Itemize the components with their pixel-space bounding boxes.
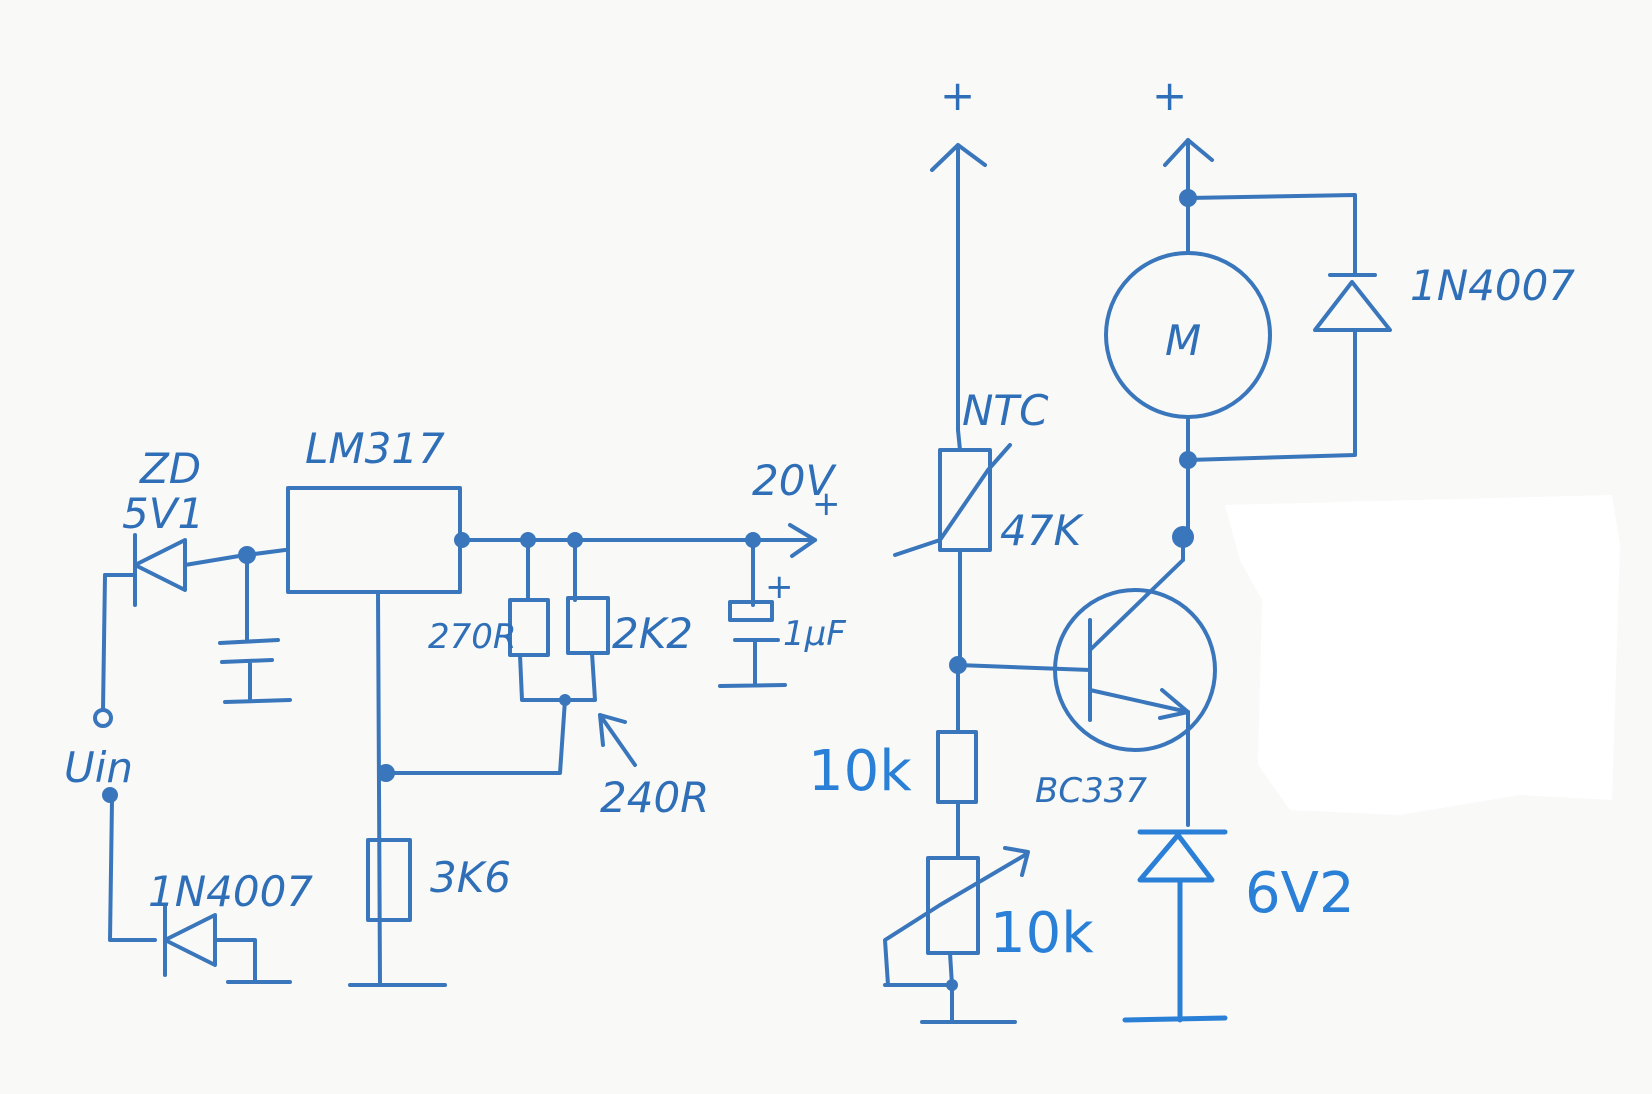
- motor-label: M: [1165, 316, 1201, 365]
- resistor-2k2-label: 2K2: [612, 609, 693, 658]
- supply-plus-2: +: [1152, 71, 1187, 120]
- capacitor-1uf: [728, 600, 774, 622]
- input-label: Uin: [64, 743, 133, 792]
- input-diode-label: 1N4007: [148, 867, 313, 916]
- capacitor-left: [218, 553, 292, 704]
- wire-adjust: [376, 590, 382, 987]
- resistor-3k6: [366, 838, 412, 922]
- resistor-270r: [508, 598, 550, 657]
- output-voltage-label: 20V: [752, 456, 837, 505]
- wire-adjust-to-resistors: [384, 698, 567, 775]
- capacitor-plus-label: +: [765, 567, 794, 607]
- right-circuit: [883, 138, 1392, 1024]
- resistor-10k: [936, 730, 978, 804]
- resistor-10k-label: 10k: [808, 739, 912, 804]
- pointer-240r: [598, 713, 637, 767]
- ntc-value-label: 47K: [1000, 506, 1084, 555]
- trimmer-10k-label: 10k: [990, 901, 1094, 966]
- input-terminal-bottom: [102, 787, 118, 803]
- ntc-thermistor: [938, 448, 992, 552]
- supply-arrow-1: [930, 143, 987, 432]
- zener-6v2-label: 6V2: [1245, 861, 1355, 926]
- zener-label-5v1: 5V1: [122, 489, 204, 538]
- transistor-bc337: [1053, 535, 1217, 827]
- capacitor-label: 1µF: [783, 614, 846, 654]
- flyback-diode: [1186, 273, 1392, 462]
- flyback-diode-label: 1N4007: [1410, 261, 1575, 310]
- resistor-240r-label: 240R: [600, 773, 709, 822]
- resistor-270r-label: 270R: [428, 617, 517, 657]
- transistor-label: BC337: [1035, 771, 1147, 811]
- input-terminal-top: [93, 708, 113, 728]
- resistor-3k6-label: 3K6: [430, 853, 511, 902]
- wire-zener-to-input: [101, 573, 107, 712]
- input-diode: [163, 903, 292, 984]
- supply-plus-1: +: [940, 71, 975, 120]
- lm317-regulator: [286, 486, 462, 594]
- zener-diode-6v2: [1122, 829, 1228, 1023]
- output-plus-label: +: [812, 484, 841, 524]
- output-arrow: [788, 523, 817, 558]
- erased-area: [1225, 495, 1620, 815]
- wire-input-to-diode: [108, 798, 157, 942]
- resistor-2k2: [566, 596, 610, 655]
- zener-label-zd: ZD: [139, 444, 201, 493]
- zener-diode-5v1: [103, 533, 247, 607]
- left-circuit: [93, 486, 817, 987]
- trimmer-10k: [926, 856, 980, 955]
- ntc-label: NTC: [962, 386, 1049, 435]
- regulator-label: LM317: [305, 424, 445, 473]
